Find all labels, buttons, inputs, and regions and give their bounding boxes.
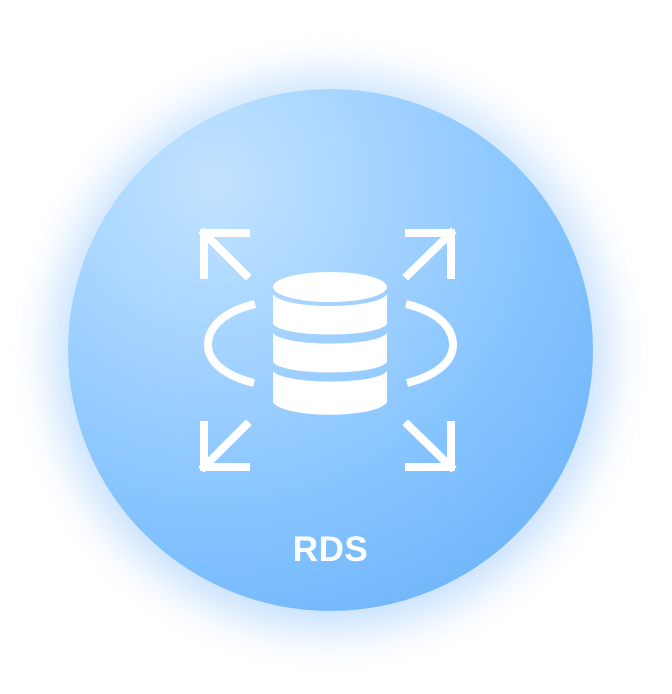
orbit-left-icon [203, 300, 257, 387]
orbit-right-icon [404, 300, 458, 387]
service-label: RDS [292, 530, 369, 569]
arrow-top-left-icon [198, 227, 252, 281]
arrow-bottom-left-icon [198, 419, 252, 473]
database-scaling-icon [198, 227, 458, 473]
database-cylinder-icon [273, 272, 387, 415]
arrow-bottom-right-icon [402, 419, 457, 473]
service-badge: RDS [68, 89, 593, 611]
arrow-top-right-icon [402, 227, 457, 281]
